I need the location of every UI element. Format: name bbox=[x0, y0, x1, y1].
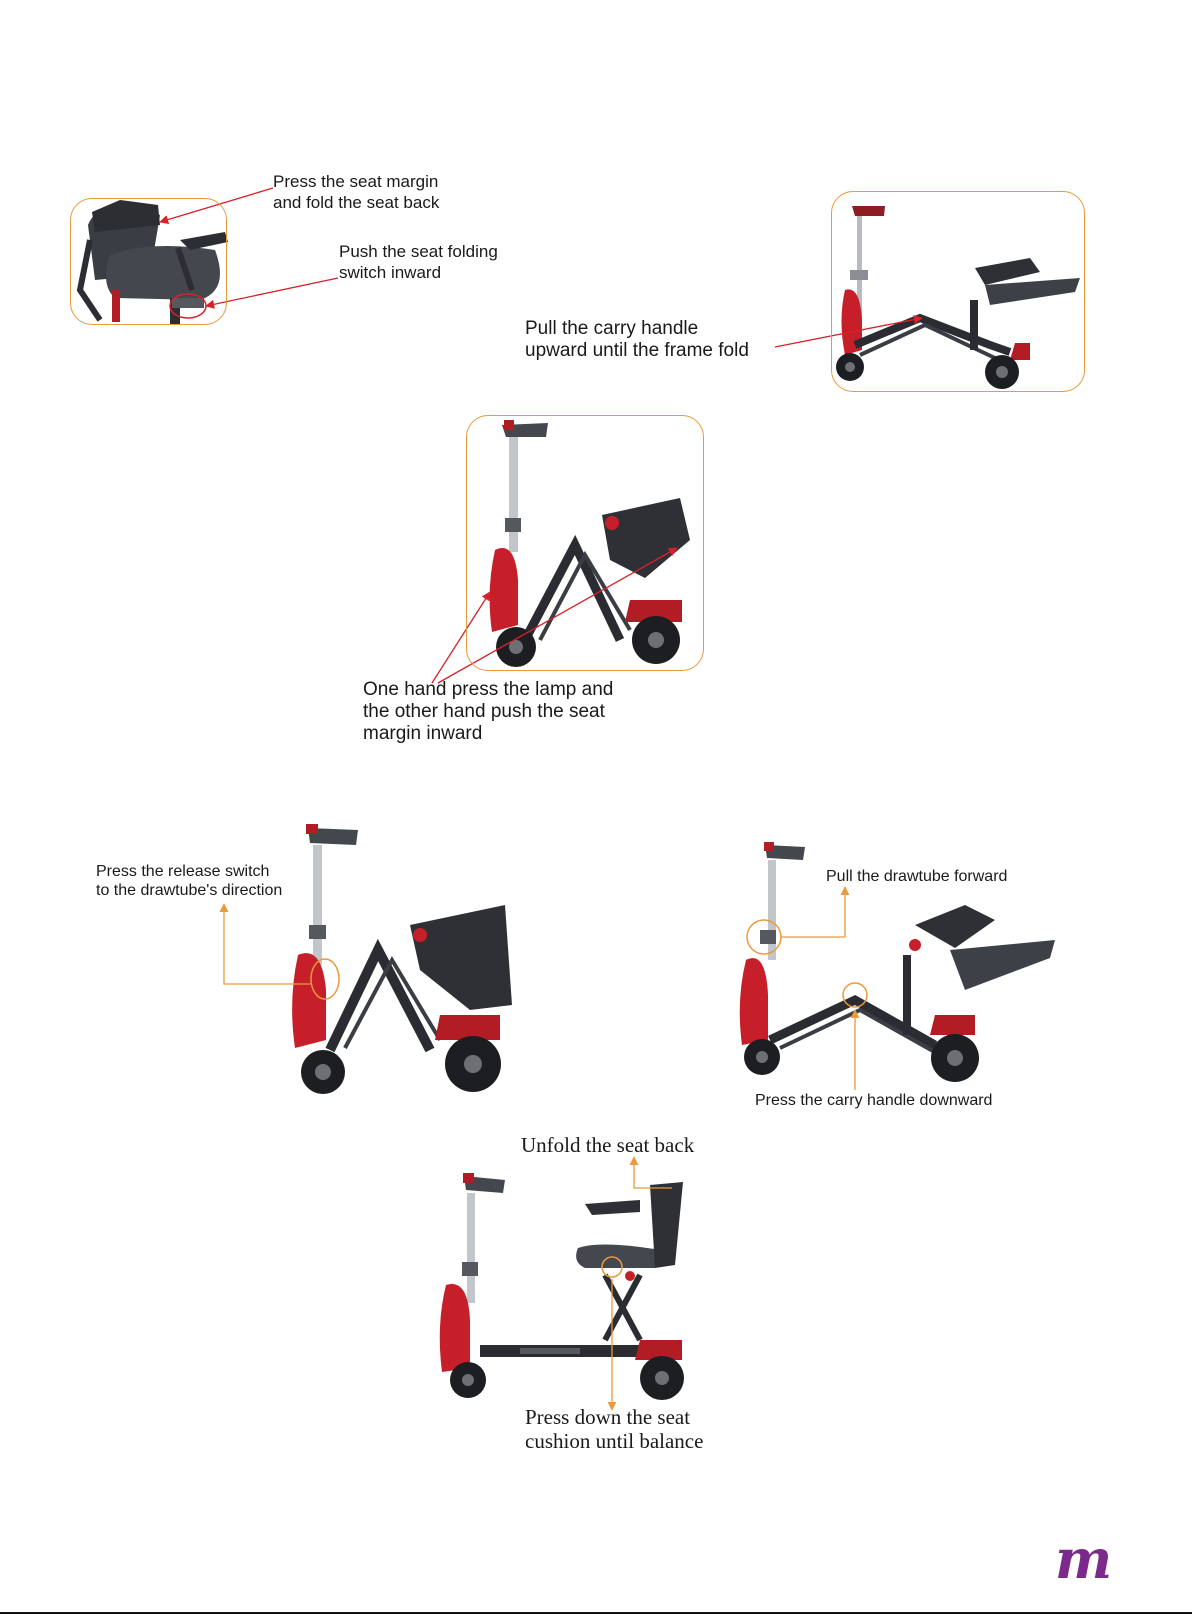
caption-line: Pull the carry handle bbox=[525, 318, 699, 339]
page-bottom-rule bbox=[0, 1612, 1192, 1614]
step2-caption: Pull the carry handle upward until the f… bbox=[525, 318, 749, 362]
caption-line: and fold the seat back bbox=[273, 193, 440, 212]
caption-line: One hand press the lamp and bbox=[363, 679, 614, 700]
caption-line: Push the seat folding bbox=[339, 242, 498, 261]
caption-line: cushion until balance bbox=[525, 1429, 704, 1453]
arrow-lamp bbox=[431, 591, 491, 684]
caption-line: switch inward bbox=[339, 263, 442, 282]
caption-line: margin inward bbox=[363, 723, 483, 744]
caption-line: Press down the seat bbox=[525, 1405, 691, 1429]
callout-seat-back bbox=[629, 1156, 672, 1189]
caption-line: the other hand push the seat bbox=[363, 701, 605, 722]
step3-caption: One hand press the lamp and the other ha… bbox=[363, 679, 613, 745]
seat-cushion-highlight bbox=[601, 1256, 623, 1278]
caption-line: Press the seat margin bbox=[273, 172, 439, 191]
step2-photo-frame bbox=[831, 191, 1085, 392]
step6-caption-seat-back: Unfold the seat back bbox=[521, 1133, 695, 1157]
brand-logo: m bbox=[1055, 1527, 1112, 1591]
scooter-release-switch-image bbox=[292, 824, 512, 1094]
callout-release-switch bbox=[219, 903, 312, 985]
step1-photo-frame bbox=[70, 198, 227, 325]
step4-caption: Press the release switch to the drawtube… bbox=[96, 862, 282, 900]
scooter-frame-fold-image bbox=[836, 206, 1080, 389]
step1-caption-seat-switch: Push the seat folding switch inward bbox=[339, 241, 498, 283]
callout-drawtube bbox=[781, 886, 850, 938]
step3-photo-frame bbox=[466, 415, 704, 671]
caption-line: to the drawtube's direction bbox=[96, 882, 283, 899]
arrow-seat-switch bbox=[205, 277, 339, 309]
caption-line: Press the release switch bbox=[96, 863, 270, 880]
step1-caption-seat-back: Press the seat margin and fold the seat … bbox=[273, 171, 439, 213]
release-switch-highlight bbox=[310, 958, 340, 1000]
arrow-carry-handle bbox=[774, 315, 923, 348]
scooter-press-lamp-image bbox=[489, 420, 690, 667]
scooter-drawtube-image bbox=[739, 842, 1055, 1082]
step5-caption-carry-handle: Press the carry handle downward bbox=[755, 1092, 993, 1109]
carry-handle-highlight bbox=[842, 982, 868, 1008]
seat-closeup-image bbox=[76, 200, 228, 324]
caption-line: upward until the frame fold bbox=[525, 340, 749, 361]
scooter-unfolded-image bbox=[439, 1173, 684, 1400]
step5-caption-drawtube: Pull the drawtube forward bbox=[826, 868, 1008, 885]
step6-caption-seat-cushion: Press down the seat cushion until balanc… bbox=[525, 1405, 703, 1453]
